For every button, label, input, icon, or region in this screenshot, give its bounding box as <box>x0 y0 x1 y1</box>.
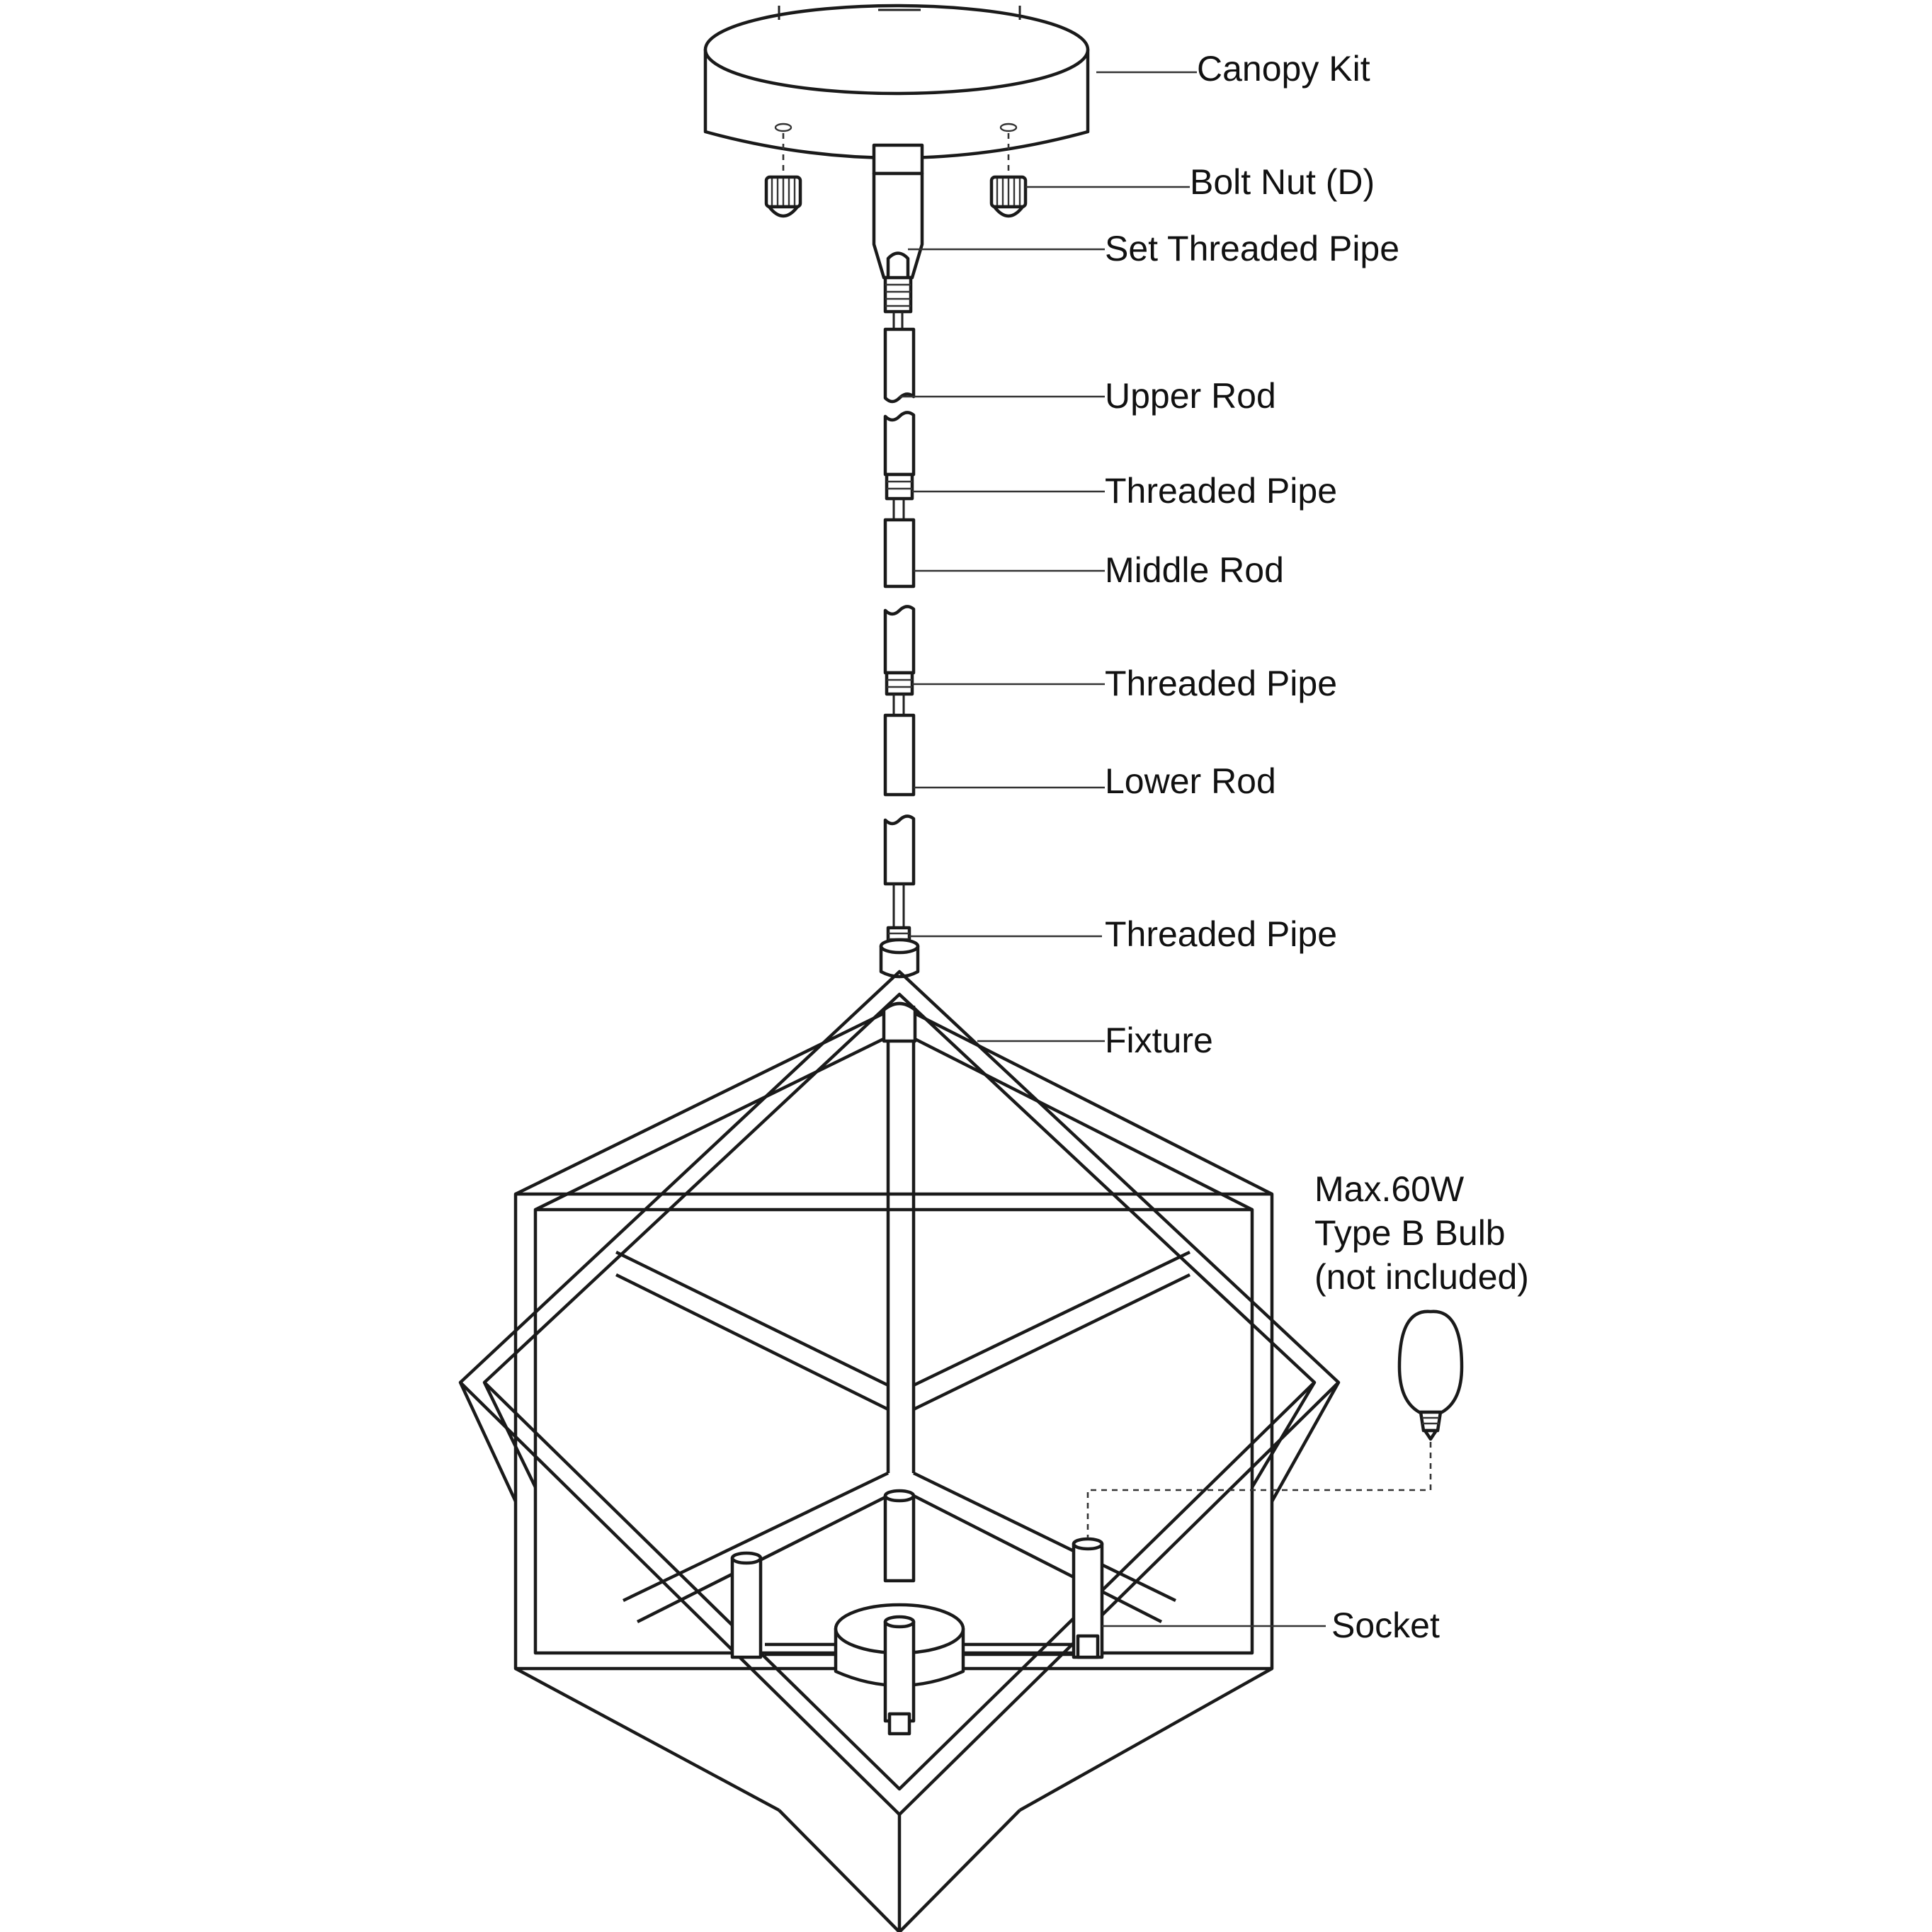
bolt-nut-left <box>764 175 802 218</box>
label-lower-rod: Lower Rod <box>1105 761 1276 801</box>
label-threaded-pipe-3: Threaded Pipe <box>1105 914 1337 954</box>
label-bolt-nut: Bolt Nut (D) <box>1190 162 1375 202</box>
label-bulb-type: Type B Bulb <box>1314 1213 1506 1253</box>
label-fixture: Fixture <box>1105 1021 1213 1060</box>
socket-front <box>883 1615 916 1736</box>
bulb-to-socket-guide <box>1086 1442 1432 1538</box>
set-threaded-pipe <box>872 143 924 329</box>
label-upper-rod: Upper Rod <box>1105 376 1276 416</box>
bulb-icon <box>1397 1309 1464 1441</box>
bolt-nut-right <box>989 175 1028 218</box>
socket-back <box>883 1489 916 1583</box>
fixture <box>458 938 1341 1932</box>
socket-right <box>1072 1537 1104 1659</box>
lower-rod <box>883 713 916 886</box>
threaded-pipe-lower <box>886 884 911 947</box>
socket-left <box>730 1551 763 1659</box>
label-bulb-wattage: Max.60W <box>1314 1169 1465 1209</box>
threaded-pipe-upper <box>885 472 914 520</box>
middle-rod <box>883 518 916 675</box>
leader-lines <box>899 71 1326 1627</box>
label-threaded-pipe-1: Threaded Pipe <box>1105 471 1337 511</box>
label-socket: Socket <box>1331 1606 1440 1645</box>
canopy <box>703 4 1090 171</box>
threaded-pipe-middle <box>885 671 914 715</box>
label-canopy-kit: Canopy Kit <box>1197 49 1370 89</box>
label-bulb-note: (not included) <box>1314 1257 1529 1297</box>
upper-rod <box>883 327 916 477</box>
label-middle-rod: Middle Rod <box>1105 550 1284 590</box>
label-threaded-pipe-2: Threaded Pipe <box>1105 664 1337 703</box>
label-set-threaded-pipe: Set Threaded Pipe <box>1105 229 1399 268</box>
